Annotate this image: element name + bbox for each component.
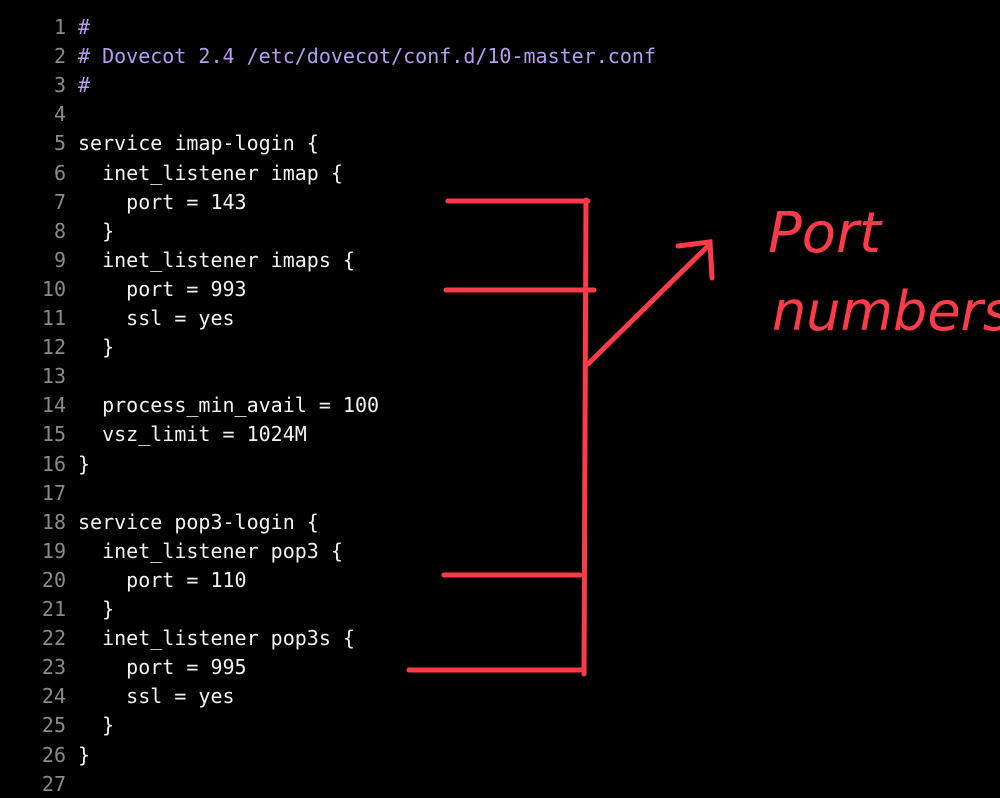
line-number: 13 (41, 364, 66, 389)
code-line[interactable]: 10 port = 993 (0, 274, 760, 303)
comment-text[interactable]: # Dovecot 2.4 /etc/dovecot/conf.d/10-mas… (78, 44, 656, 69)
code-text[interactable]: service imap-login { (78, 131, 319, 156)
code-line[interactable]: 23 port = 995 (0, 653, 760, 682)
line-number: 24 (41, 684, 66, 709)
code-line[interactable]: 22 inet_listener pop3s { (0, 624, 760, 653)
code-line[interactable]: 24 ssl = yes (0, 682, 760, 711)
line-number: 22 (41, 626, 66, 651)
line-number: 17 (41, 480, 66, 505)
code-text[interactable]: inet_listener imaps { (78, 247, 355, 272)
code-line[interactable]: 9 inet_listener imaps { (0, 245, 760, 274)
code-line[interactable]: 13 (0, 362, 760, 391)
line-number: 21 (41, 597, 66, 621)
code-text[interactable]: inet_listener pop3 { (78, 538, 343, 563)
line-number: 27 (41, 771, 66, 796)
code-text[interactable]: vsz_limit = 1024M (78, 422, 307, 447)
line-number: 6 (53, 160, 66, 185)
code-line[interactable]: 11 ssl = yes (0, 304, 760, 333)
code-text[interactable]: } (78, 451, 91, 476)
code-text[interactable]: ssl = yes (78, 306, 235, 330)
code-line[interactable]: 8 } (0, 216, 760, 245)
line-number: 5 (53, 131, 66, 156)
code-line[interactable]: 7 port = 143 (0, 187, 760, 216)
line-number: 23 (41, 655, 66, 680)
code-text[interactable]: } (78, 218, 115, 243)
code-line[interactable]: 12 } (0, 333, 760, 362)
line-number: 19 (41, 538, 66, 563)
code-text[interactable]: } (78, 742, 91, 767)
line-number: 26 (41, 742, 66, 767)
line-number: 25 (41, 713, 66, 738)
code-line[interactable]: 4 (0, 100, 760, 129)
code-line[interactable]: 5 service imap-login { (0, 129, 760, 158)
comment-text[interactable]: # (78, 15, 91, 39)
code-line[interactable]: 2 # Dovecot 2.4 /etc/dovecot/conf.d/10-ma… (0, 42, 760, 71)
line-number: 12 (41, 335, 66, 360)
code-line[interactable]: 25 } (0, 711, 760, 740)
line-number: 20 (41, 567, 66, 592)
code-line[interactable]: 19 inet_listener pop3 { (0, 536, 760, 565)
code-text[interactable]: service pop3-login { (78, 509, 319, 534)
line-number: 16 (41, 451, 66, 476)
code-text[interactable]: inet_listener imap { (78, 160, 343, 185)
code-text[interactable]: } (78, 335, 115, 360)
code-text[interactable]: port = 993 (78, 276, 247, 301)
line-number: 15 (41, 422, 66, 447)
code-text[interactable]: } (78, 713, 115, 738)
line-number: 18 (41, 509, 66, 534)
code-line[interactable]: 27 (0, 769, 760, 798)
code-line[interactable]: 18 service pop3-login { (0, 507, 760, 536)
line-number: 1 (53, 15, 66, 39)
code-text[interactable]: process_min_avail = 100 (78, 393, 380, 418)
code-line[interactable]: 21 } (0, 595, 760, 624)
line-number: 11 (41, 306, 66, 330)
code-line[interactable]: 16} (0, 449, 760, 478)
line-number: 4 (53, 102, 66, 127)
code-line[interactable]: 3# (0, 71, 760, 100)
line-number: 8 (53, 218, 66, 243)
code-line[interactable]: 15 vsz_limit = 1024M (0, 420, 760, 449)
comment-text[interactable]: # (78, 73, 91, 98)
line-number: 10 (41, 276, 66, 301)
line-number: 9 (53, 247, 66, 272)
code-line[interactable]: 1# (0, 13, 760, 42)
code-line[interactable]: 17 (0, 478, 760, 507)
line-number: 3 (53, 73, 66, 98)
code-text[interactable]: port = 110 (78, 567, 247, 592)
code-line[interactable]: 20 port = 110 (0, 565, 760, 594)
code-text[interactable]: port = 995 (78, 655, 247, 680)
code-line[interactable]: 6 inet_listener imap { (0, 158, 760, 187)
code-text[interactable]: } (78, 597, 115, 621)
line-number: 14 (41, 393, 66, 418)
line-number: 2 (53, 44, 66, 69)
code-line[interactable]: 26} (0, 740, 760, 769)
code-text[interactable]: port = 143 (78, 189, 247, 214)
code-line[interactable]: 14 process_min_avail = 100 (0, 391, 760, 420)
code-text[interactable]: ssl = yes (78, 684, 235, 709)
line-number: 7 (53, 189, 66, 214)
code-text[interactable]: inet_listener pop3s { (78, 626, 355, 651)
